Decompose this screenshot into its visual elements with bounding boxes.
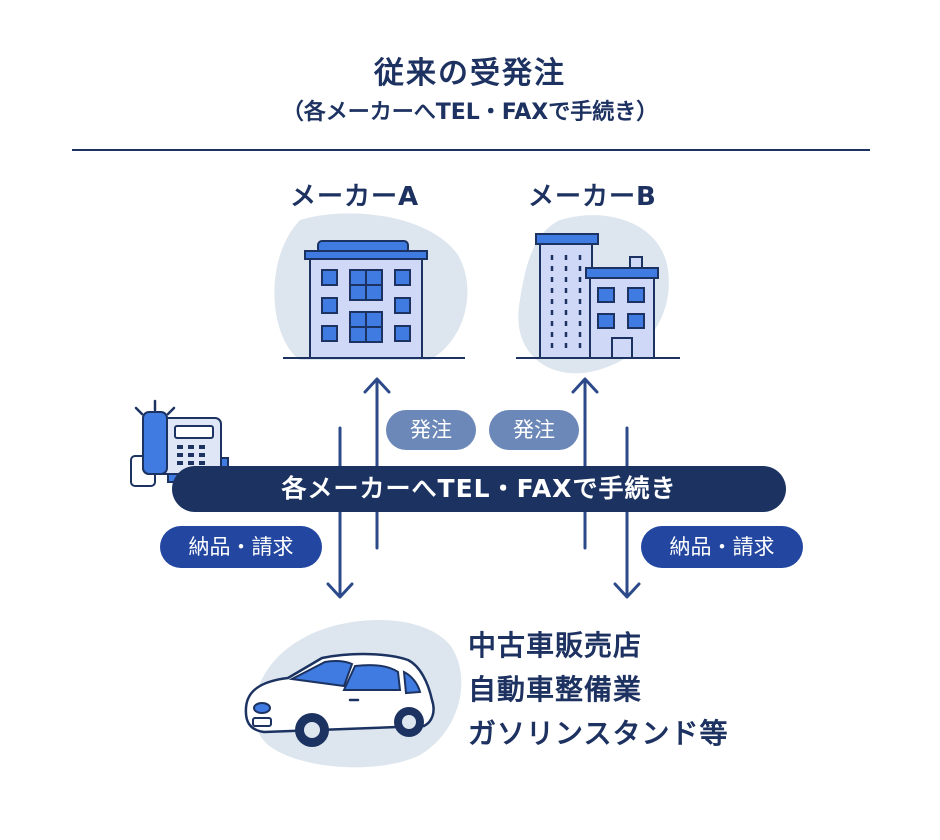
delivery-badge-a: 納品・請求 xyxy=(160,526,322,568)
order-badge-a: 発注 xyxy=(386,410,476,450)
page-title: 従来の受発注 xyxy=(374,56,566,91)
delivery-arrow-a xyxy=(326,426,354,599)
title-divider xyxy=(72,149,870,151)
page-subtitle: （各メーカーへTEL・FAXで手続き） xyxy=(281,100,659,125)
process-banner: 各メーカーへTEL・FAXで手続き xyxy=(172,466,786,512)
customer-type-gas-station: ガソリンスタンド等 xyxy=(468,717,729,750)
order-arrow-b xyxy=(571,377,599,550)
customer-type-used-car-dealer: 中古車販売店 xyxy=(468,629,643,662)
customer-type-auto-repair: 自動車整備業 xyxy=(468,673,643,706)
order-arrow-a xyxy=(363,377,391,550)
tower-building-icon xyxy=(516,215,680,374)
maker-b-label: メーカーB xyxy=(528,182,657,212)
car-icon xyxy=(244,620,462,768)
delivery-arrow-b xyxy=(613,426,641,599)
delivery-badge-b: 納品・請求 xyxy=(641,526,803,568)
order-badge-b: 発注 xyxy=(489,410,579,450)
maker-a-label: メーカーA xyxy=(290,182,420,212)
office-building-icon xyxy=(274,213,468,360)
